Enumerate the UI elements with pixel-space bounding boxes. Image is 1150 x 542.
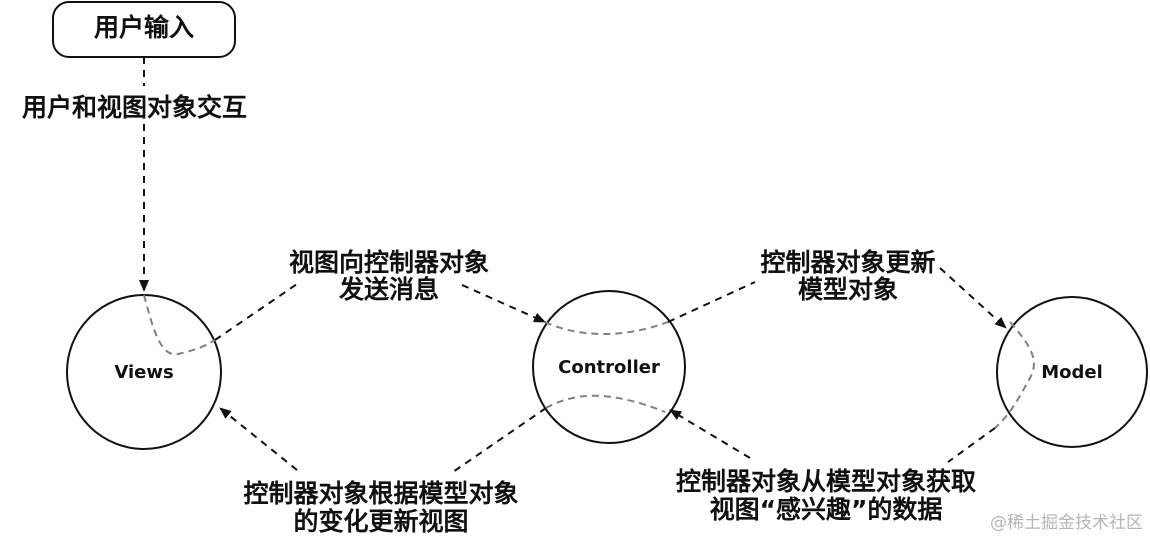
node-views-label: Views	[114, 362, 173, 383]
node-controller-label: Controller	[558, 357, 660, 378]
inner-curves	[143, 294, 1035, 429]
edge-label-controller-to-views-2: 的变化更新视图	[293, 507, 468, 536]
node-model: Model	[996, 296, 1148, 448]
edge-label-views-to-controller-1: 视图向控制器对象	[289, 248, 489, 277]
edge-label-views-to-controller-2: 发送消息	[338, 275, 439, 304]
edge-label-user-to-views: 用户和视图对象交互	[22, 93, 247, 122]
user-input-box: 用户输入	[52, 1, 236, 58]
edge-label-controller-to-model-2: 模型对象	[798, 275, 898, 304]
arrow-controller-to-views	[219, 407, 547, 475]
arrow-model-to-controller	[669, 409, 996, 463]
edge-label-model-to-controller-2: 视图“感兴趣”的数据	[710, 495, 943, 524]
watermark: @稀土掘金技术社区	[990, 513, 1143, 533]
arrow-controller-to-model	[667, 267, 1007, 329]
user-input-label: 用户输入	[94, 13, 194, 42]
edge-label-controller-to-model-1: 控制器对象更新	[760, 248, 935, 277]
edge-label-model-to-controller-1: 控制器对象从模型对象获取	[676, 467, 976, 496]
arrow-views-to-controller	[214, 281, 546, 341]
node-views: Views	[66, 294, 222, 450]
node-controller: Controller	[532, 290, 686, 444]
node-model-label: Model	[1041, 362, 1103, 383]
edge-label-controller-to-views-1: 控制器对象根据模型对象	[243, 479, 518, 508]
